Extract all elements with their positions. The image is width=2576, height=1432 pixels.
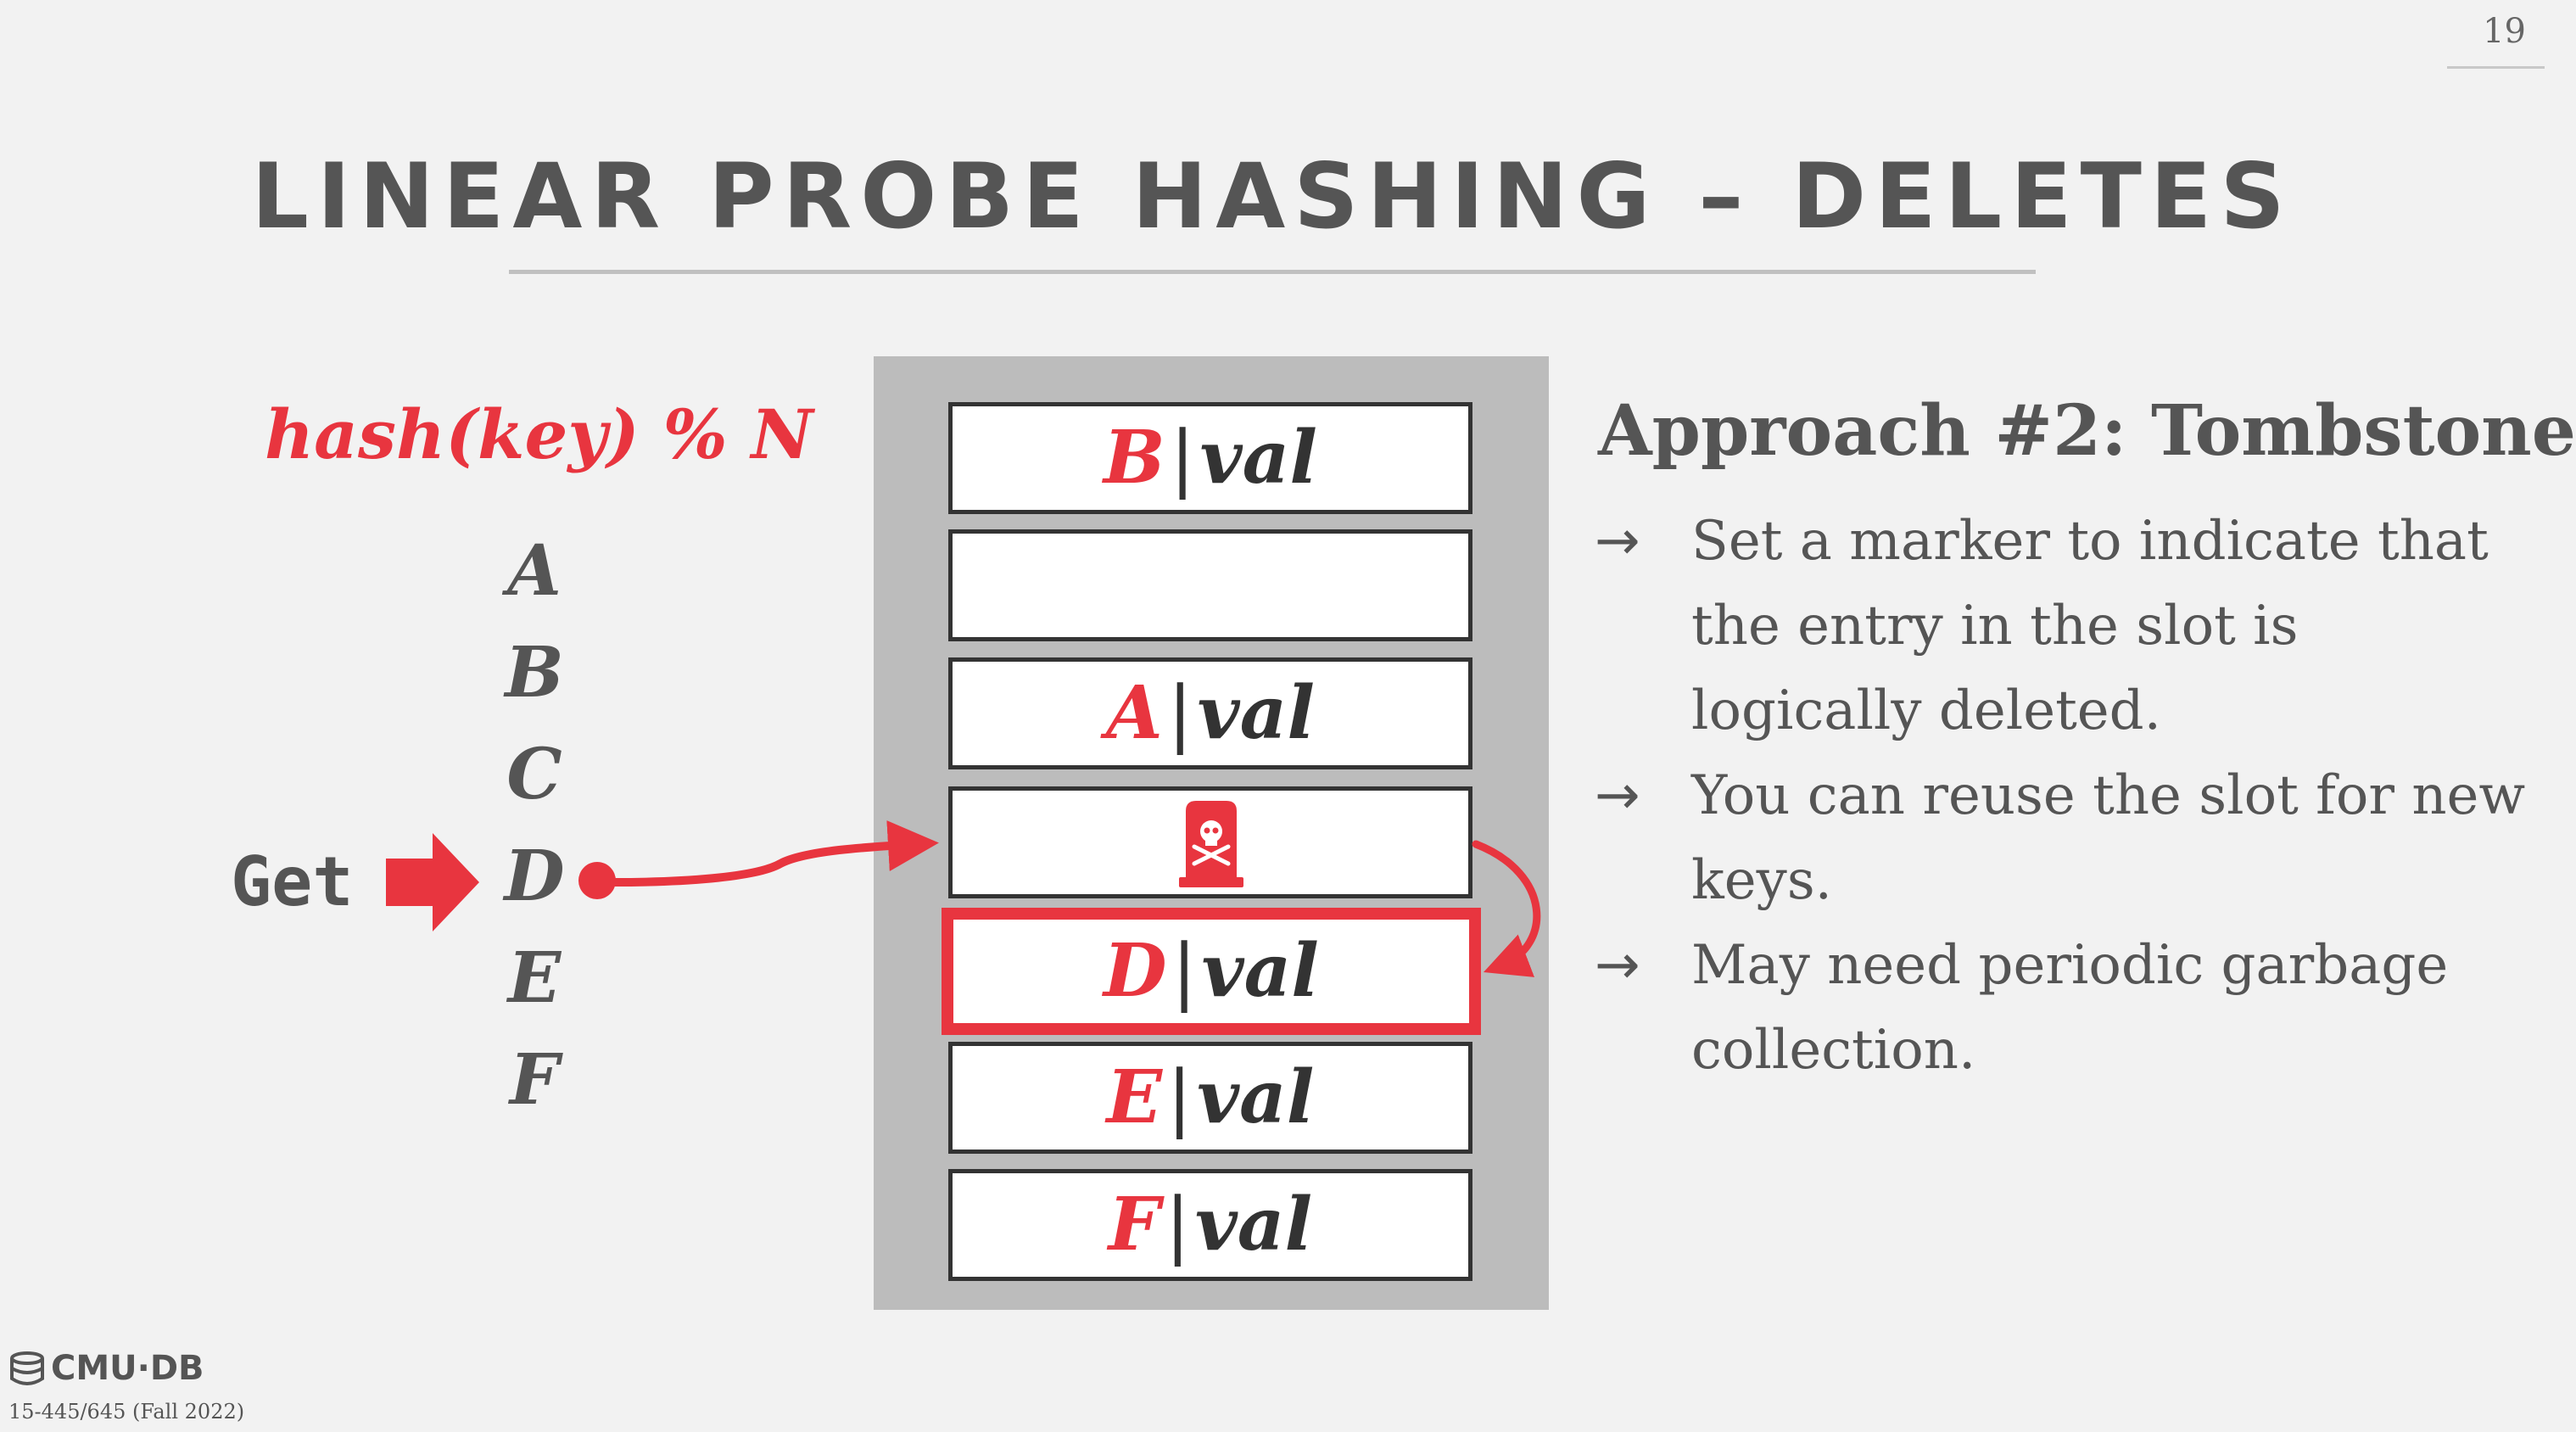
slot-0-value: val bbox=[1199, 415, 1318, 501]
approach-bullet-list: → Set a marker to indicate that the entry… bbox=[1595, 499, 2528, 1093]
cmu-db-logo: CMU·DB bbox=[8, 1349, 204, 1388]
probe-arrow bbox=[1472, 840, 1541, 977]
slot-3-tombstone bbox=[948, 786, 1472, 898]
slot-5-separator: | bbox=[1167, 1055, 1193, 1140]
slot-6-value: val bbox=[1194, 1182, 1313, 1267]
key-c: C bbox=[506, 734, 562, 815]
slot-5-value: val bbox=[1197, 1054, 1315, 1140]
slot-6-separator: | bbox=[1165, 1183, 1190, 1267]
bullet-text: May need periodic garbage collection. bbox=[1691, 934, 2449, 1082]
bullet-text: Set a marker to indicate that the entry … bbox=[1691, 510, 2489, 742]
title-underline bbox=[509, 270, 2036, 274]
right-arrow-icon: → bbox=[1595, 510, 1640, 573]
hash-pointer-dot bbox=[578, 862, 616, 899]
database-icon bbox=[10, 1351, 44, 1385]
slot-2-value: val bbox=[1197, 670, 1316, 756]
slot-4-highlighted: D|val bbox=[942, 908, 1481, 1035]
tombstone-skull-icon bbox=[1179, 801, 1243, 887]
bullet-item: → May need periodic garbage collection. bbox=[1595, 923, 2528, 1093]
slot-2-key: A bbox=[1105, 670, 1163, 756]
page-number-rule bbox=[2447, 66, 2545, 69]
hash-pointer-arrow bbox=[610, 820, 939, 887]
slot-6: F|val bbox=[948, 1169, 1472, 1281]
bullet-item: → You can reuse the slot for new keys. bbox=[1595, 753, 2528, 923]
right-arrow-icon: → bbox=[1595, 764, 1640, 827]
slot-4-key: D bbox=[1104, 928, 1167, 1014]
slot-2: A|val bbox=[948, 657, 1472, 769]
bullet-item: → Set a marker to indicate that the entry… bbox=[1595, 499, 2528, 753]
slot-5-key: E bbox=[1106, 1054, 1163, 1140]
slot-1-empty bbox=[948, 529, 1472, 641]
key-d: D bbox=[504, 836, 565, 917]
slot-4-value: val bbox=[1201, 928, 1319, 1014]
hash-function-label: hash(key) % N bbox=[265, 394, 813, 474]
slot-6-key: F bbox=[1108, 1182, 1160, 1267]
approach-title: Approach #2: Tombstone bbox=[1598, 390, 2576, 472]
key-f: F bbox=[509, 1039, 560, 1121]
get-block-arrow bbox=[386, 833, 479, 931]
key-a: A bbox=[507, 530, 562, 612]
key-e: E bbox=[507, 937, 562, 1019]
right-arrow-icon: → bbox=[1595, 934, 1640, 997]
slot-4-separator: | bbox=[1171, 929, 1197, 1014]
course-label: 15-445/645 (Fall 2022) bbox=[8, 1400, 245, 1424]
slot-5: E|val bbox=[948, 1042, 1472, 1154]
bullet-text: You can reuse the slot for new keys. bbox=[1691, 764, 2526, 912]
get-operation-label: Get bbox=[231, 842, 354, 921]
slide-title: LINEAR PROBE HASHING – DELETES bbox=[251, 144, 2294, 249]
logo-text: CMU·DB bbox=[51, 1349, 204, 1388]
slot-0-separator: | bbox=[1170, 416, 1195, 501]
page-number: 19 bbox=[2483, 12, 2526, 51]
slot-0: B|val bbox=[948, 402, 1472, 514]
slot-2-separator: | bbox=[1167, 671, 1193, 756]
key-b: B bbox=[505, 632, 564, 713]
slot-0-key: B bbox=[1103, 415, 1165, 501]
